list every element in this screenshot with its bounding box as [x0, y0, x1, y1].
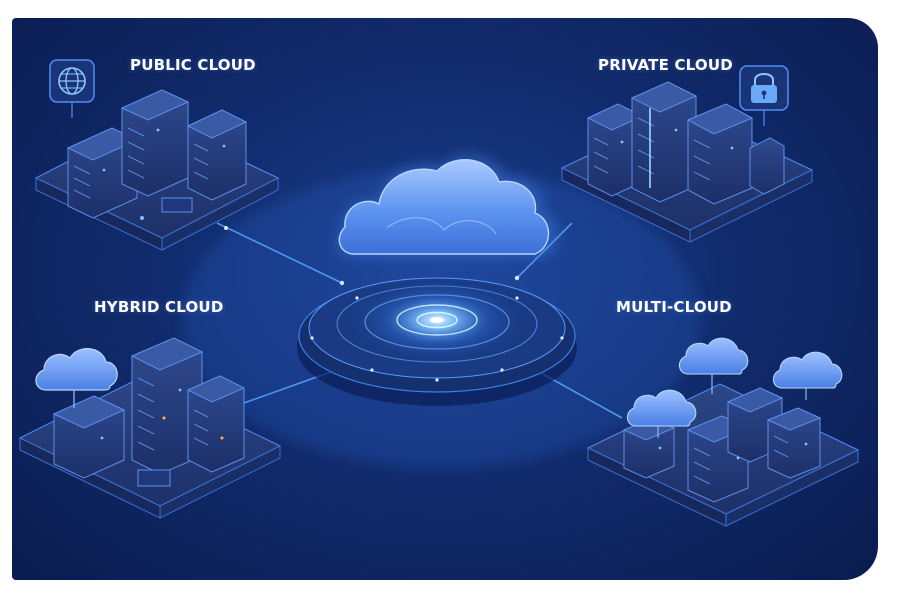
cloud-diagram-canvas: PUBLIC CLOUD PRIVATE CLOUD HYBRID CLOUD …: [12, 18, 878, 580]
public-cloud-cluster: [34, 89, 280, 251]
cloud-icon: [335, 154, 559, 258]
diagram-graphics: [18, 59, 860, 527]
private-cloud-cluster: [560, 81, 814, 243]
hybrid-cloud-label: HYBRID CLOUD: [94, 298, 224, 316]
private-cloud-label: PRIVATE CLOUD: [598, 56, 733, 74]
hybrid-cloud-cluster: [18, 337, 282, 519]
public-cloud-label: PUBLIC CLOUD: [130, 56, 256, 74]
central-hub: [297, 254, 577, 406]
globe-icon: [49, 59, 95, 118]
multi-cloud-cluster: [586, 337, 860, 527]
lock-icon: [739, 65, 789, 126]
multi-cloud-label: MULTI-CLOUD: [616, 298, 732, 316]
